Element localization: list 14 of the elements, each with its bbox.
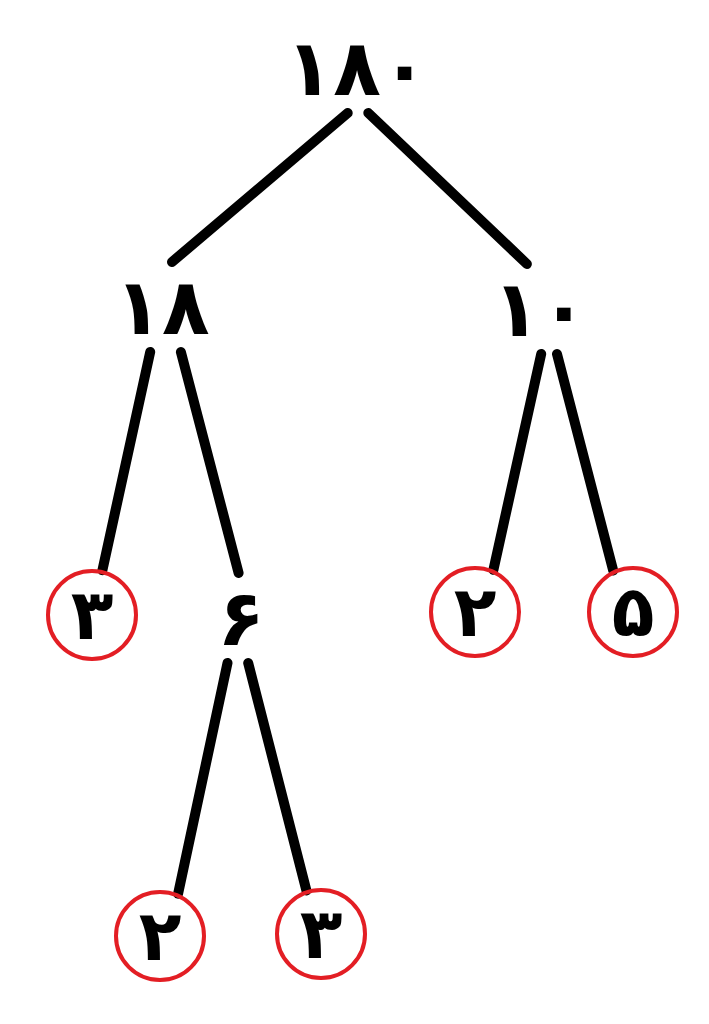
circled-number: ۲ — [114, 890, 206, 982]
circled-number: ۵ — [587, 566, 679, 658]
circled-number: ۲ — [429, 566, 521, 658]
circled-number: ۳ — [46, 569, 138, 661]
number-label: ۶ — [209, 573, 273, 663]
number-label: ۱۸۰ — [277, 23, 437, 113]
connector-line — [173, 658, 233, 899]
number-label: ۱۸ — [106, 262, 218, 352]
number-label: ۱۰ — [484, 264, 596, 354]
circled-number: ۳ — [275, 888, 367, 980]
connector-line — [175, 347, 244, 578]
connector-line — [363, 108, 532, 269]
connector-line — [97, 347, 156, 576]
connector-line — [167, 108, 353, 267]
